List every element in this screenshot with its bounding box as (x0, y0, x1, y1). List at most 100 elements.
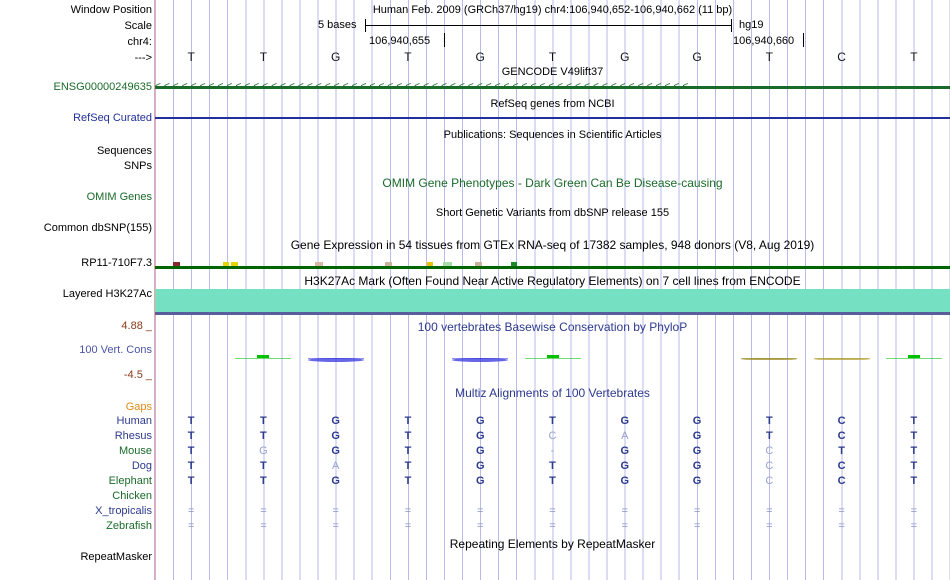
align-cell-dog-2: A (332, 460, 340, 472)
phylop-bar-10[interactable] (907, 355, 920, 358)
species-label-zebrafish[interactable]: Zebrafish (106, 520, 152, 532)
phylop-bar-8[interactable] (741, 358, 798, 360)
phylop-bar-5[interactable] (546, 355, 559, 358)
align-cell-mouse-6: G (620, 445, 630, 457)
track-label-dbsnp[interactable]: Common dbSNP(155) (43, 222, 152, 234)
ruler-base-10: T (910, 50, 918, 64)
phylop-bar-4[interactable] (452, 358, 509, 362)
align-cell-zebrafish-2: = (332, 520, 339, 532)
align-cell-mouse-9: T (838, 445, 845, 457)
gtex-expression-bars[interactable] (155, 258, 950, 266)
phylop-bar-2[interactable] (307, 358, 364, 362)
align-cell-dog-8: C (765, 460, 774, 472)
gtex-tissue-bar-6 (443, 262, 452, 266)
species-label-chicken[interactable]: Chicken (112, 490, 152, 502)
phylop-bar-9[interactable] (813, 358, 870, 360)
ruler-base-9: C (837, 50, 846, 64)
ruler-base-7: G (692, 50, 702, 64)
track-label-refseq[interactable]: RefSeq Curated (73, 112, 152, 124)
gencode-transcript-line[interactable] (155, 86, 950, 89)
align-cell-human-0: T (187, 415, 195, 427)
track-label-gaps[interactable]: Gaps (125, 401, 152, 413)
align-cell-x_tropicalis-1: = (260, 505, 267, 517)
ruler-base-3: T (404, 50, 412, 64)
gtex-tissue-bar-7 (475, 262, 482, 266)
phylop-conservation-plot[interactable] (155, 336, 950, 380)
track-label-snps[interactable]: SNPs (123, 160, 152, 172)
phylop-max-label: 4.88 _ (121, 320, 152, 332)
track-label-h3k27ac[interactable]: Layered H3K27Ac (62, 288, 152, 300)
align-cell-mouse-8: C (765, 445, 774, 457)
chrom-label: chr4: (127, 36, 152, 48)
align-cell-x_tropicalis-2: = (332, 505, 339, 517)
position-left-label: 106,940,655 (369, 35, 431, 47)
dbsnp-center-title: Short Genetic Variants from dbSNP releas… (435, 207, 670, 219)
align-cell-human-2: G (331, 415, 340, 427)
align-cell-rhesus-0: T (187, 430, 195, 442)
gtex-tissue-bar-3 (315, 262, 323, 266)
ruler-base-6: G (620, 50, 630, 64)
align-cell-dog-7: G (692, 460, 702, 472)
track-label-omim[interactable]: OMIM Genes (86, 191, 152, 203)
align-cell-x_tropicalis-4: = (477, 505, 484, 517)
track-label-sequences[interactable]: Sequences (96, 145, 152, 157)
ruler-base-0: T (187, 50, 195, 64)
track-label-repeatmasker[interactable]: RepeatMasker (80, 551, 152, 563)
ruler-base-4: G (475, 50, 485, 64)
species-label-rhesus[interactable]: Rhesus (114, 430, 152, 442)
align-cell-rhesus-7: G (692, 430, 702, 442)
gencode-center-title: GENCODE V49lift37 (501, 66, 604, 78)
align-cell-dog-5: T (549, 460, 556, 472)
align-cell-x_tropicalis-7: = (693, 505, 701, 517)
species-label-mouse[interactable]: Mouse (118, 445, 152, 457)
gtex-center-title: Gene Expression in 54 tissues from GTEx … (290, 238, 815, 252)
phylop-whisker-1 (235, 358, 292, 359)
align-cell-elephant-3: T (404, 475, 412, 487)
align-cell-mouse-3: T (404, 445, 412, 457)
gtex-tissue-bar-5 (427, 262, 433, 266)
align-cell-human-1: T (260, 415, 267, 427)
align-cell-human-8: T (765, 415, 773, 427)
align-cell-elephant-0: T (187, 475, 195, 487)
species-label-dog[interactable]: Dog (131, 460, 152, 472)
align-cell-zebrafish-8: = (766, 520, 773, 532)
track-label-gtex[interactable]: RP11-710F7.3 (81, 257, 152, 269)
species-label-human[interactable]: Human (116, 415, 152, 427)
align-cell-human-5: T (549, 415, 556, 427)
align-cell-human-7: G (692, 415, 702, 427)
align-cell-elephant-2: G (331, 475, 340, 487)
align-cell-zebrafish-4: = (477, 520, 484, 532)
align-cell-zebrafish-10: = (910, 520, 918, 532)
species-label-x_tropicalis[interactable]: X_tropicalis (95, 505, 152, 517)
h3k27ac-signal-band[interactable] (155, 289, 950, 312)
phylop-center-title: 100 vertebrates Basewise Conservation by… (417, 320, 688, 334)
align-cell-human-6: G (620, 415, 630, 427)
track-label-gencode[interactable]: ENSG00000249635 (53, 81, 152, 93)
phylop-bar-1[interactable] (257, 355, 270, 358)
species-label-elephant[interactable]: Elephant (108, 475, 152, 487)
left-edge-marker (154, 0, 155, 580)
window-position-label: Window Position (70, 4, 152, 16)
track-label-phylop[interactable]: 100 Vert. Cons (79, 344, 152, 356)
align-cell-zebrafish-7: = (693, 520, 701, 532)
align-cell-x_tropicalis-6: = (621, 505, 628, 517)
scale-bar-right-tick (731, 19, 732, 32)
ruler-base-8: T (765, 50, 773, 64)
refseq-gene-line[interactable] (155, 117, 950, 119)
strand-label: ---> (134, 52, 152, 64)
align-cell-elephant-9: C (837, 475, 846, 487)
align-cell-rhesus-1: T (260, 430, 267, 442)
align-cell-rhesus-4: G (475, 430, 485, 442)
position-right-tick (803, 33, 804, 47)
refseq-center-title: RefSeq genes from NCBI (490, 98, 615, 110)
align-cell-zebrafish-0: = (187, 520, 195, 532)
scale-bar-line (365, 25, 732, 26)
align-cell-mouse-1: G (259, 445, 268, 457)
align-cell-elephant-1: T (260, 475, 267, 487)
assembly-label: hg19 (739, 19, 764, 31)
align-cell-x_tropicalis-9: = (838, 505, 845, 517)
align-cell-mouse-4: G (475, 445, 485, 457)
align-cell-human-3: T (404, 415, 412, 427)
position-left-tick (444, 33, 445, 47)
